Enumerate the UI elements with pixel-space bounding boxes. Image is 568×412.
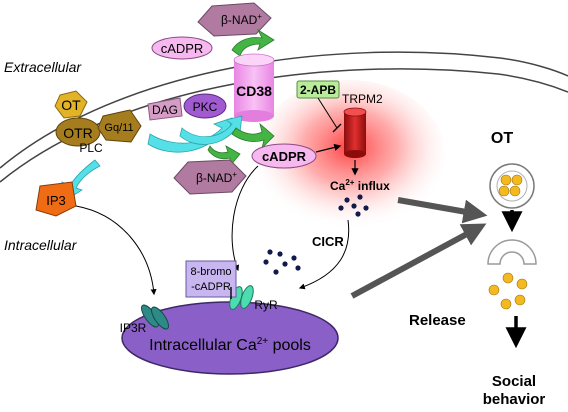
svg-text:β-NAD+: β-NAD+ [221, 12, 262, 27]
right-ot-label: OT [491, 130, 513, 147]
trpm2-label: TRPM2 [342, 92, 383, 106]
cd38-cylinder [233, 53, 275, 122]
two-apb-inhibition-line [317, 97, 338, 129]
beta-nad-top-sup: + [257, 12, 262, 21]
intracellular-ca-pool-label: Intracellular Ca2+ pools [149, 336, 311, 354]
bromo-cadpr-box [185, 260, 237, 298]
bromo-cadpr-label-line1: 8-bromo [191, 266, 232, 278]
social-behavior-line1: Social [492, 373, 536, 390]
cyan-arrow-pkc-to-cd38 [179, 115, 243, 145]
ot-vesicle-cell [489, 163, 535, 209]
dag-shape [147, 97, 183, 121]
two-apb-inhibition-bar [332, 123, 342, 133]
calcium-ions-influx [338, 194, 369, 217]
ip3r-channel [140, 304, 170, 330]
cicr-label: CICR [312, 234, 344, 249]
bromo-cadpr-label-line2: -cADPR [191, 281, 231, 293]
arrow-cadpr-to-ryr [231, 165, 259, 272]
pkc-ellipse [183, 93, 227, 119]
dag-label: DAG [152, 103, 178, 117]
release-label: Release [409, 312, 466, 329]
beta-nad-top-hexagon: β-NAD+ [197, 2, 272, 37]
gray-arrow-influx-to-ot [397, 197, 488, 224]
cadpr-mid-label: cADPR [262, 149, 307, 164]
released-vesicle [487, 239, 537, 310]
ip3-shape [35, 181, 77, 217]
plc-label: PLC [79, 141, 103, 155]
cd38-label: CD38 [236, 83, 272, 99]
green-arrow-nad-mid [207, 145, 241, 168]
otr-receptor [55, 117, 101, 147]
calcium-ions-ryr [263, 249, 301, 275]
social-behavior-line2: behavior [483, 391, 546, 408]
cadpr-top-ellipse [151, 36, 213, 60]
intracellular-label: Intracellular [4, 237, 78, 253]
ip3-label: IP3 [46, 193, 66, 208]
pkc-label: PKC [193, 100, 218, 114]
arrow-ca-influx-to-ryr-cicr [298, 219, 350, 290]
ip3r-label: IP3R [120, 321, 147, 335]
beta-nad-mid-sup: + [232, 170, 237, 179]
green-arrow-nad-to-cadpr [231, 28, 275, 57]
beta-nad-mid-label: β-NAD [196, 171, 233, 185]
ca-influx-label: Ca2+ influx [330, 178, 390, 193]
ryr-label: RyR [254, 298, 278, 312]
two-apb-label: 2-APB [300, 83, 336, 97]
trpm2-channel [343, 107, 367, 158]
otr-label: OTR [63, 125, 93, 141]
beta-nad-top-label: β-NAD [221, 13, 258, 27]
gray-arrow-pool-to-release [350, 223, 487, 299]
beta-nad-mid-hexagon: β-NAD+ [173, 159, 247, 195]
gq11-shape [97, 109, 142, 143]
ot-label: OT [61, 97, 81, 113]
svg-text:β-NAD+: β-NAD+ [196, 170, 237, 185]
extracellular-label: Extracellular [4, 59, 82, 75]
cadpr-mid-ellipse [251, 143, 317, 169]
arrow-ip3-to-ip3r [75, 205, 157, 296]
gq11-label: Gq/11 [104, 122, 133, 134]
arrow-cadpr-to-trpm2 [315, 143, 342, 153]
green-arrow-cd38-to-cadpr [231, 122, 275, 150]
ot-hexagon [54, 90, 88, 119]
cadpr-top-label: cADPR [161, 41, 204, 56]
